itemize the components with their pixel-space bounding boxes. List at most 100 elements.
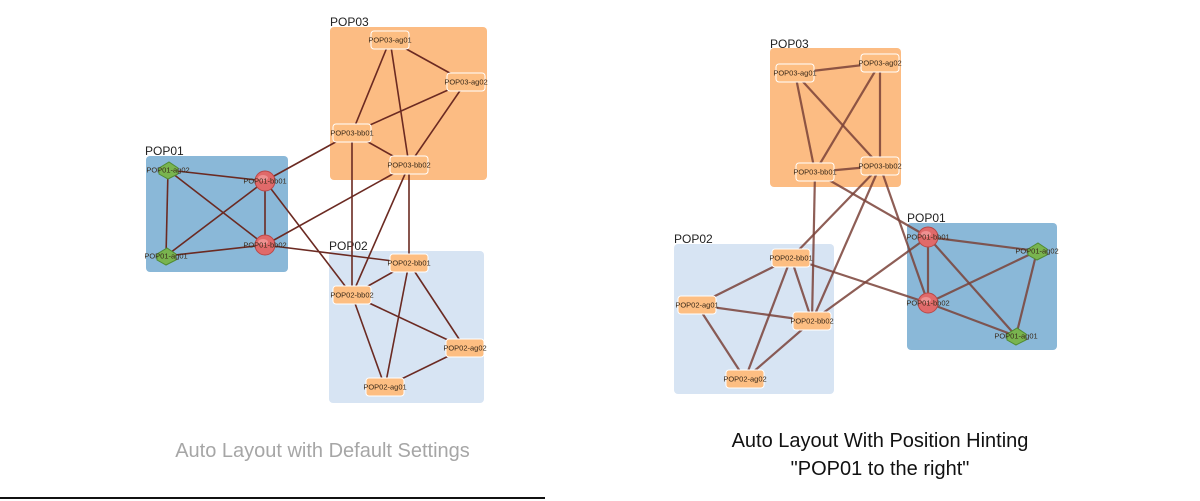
link-pop02-bb01-to-pop02-ag01 [384, 262, 410, 388]
link-pop03-ag02-to-pop03-bb02 [408, 81, 467, 166]
link-pop03-ag02-to-pop03-bb01 [351, 81, 467, 134]
switch-icon [1006, 327, 1027, 346]
right-node-pop01-ag02: POP01-ag02 [1015, 242, 1059, 261]
node-label: POP03-bb01 [330, 129, 373, 138]
aggregation-box-icon [775, 63, 815, 83]
node-label: POP02-ag02 [443, 344, 486, 353]
aggregation-box-icon [860, 53, 900, 73]
switch-icon [156, 247, 177, 266]
caption-position-hinting-line1: Auto Layout With Position Hinting [731, 430, 1029, 452]
aggregation-box-icon [370, 30, 410, 50]
link-pop02-bb02-to-pop02-ag02 [351, 294, 466, 349]
left-group-label-pop01: POP01 [145, 144, 184, 158]
left-node-pop01-ag01: POP01-ag01 [144, 247, 188, 266]
right-diagram: POP03POP02POP01POP01-ag01POP01-ag02POP01… [674, 37, 1059, 394]
link-pop03-ag01-to-pop03-bb01 [351, 39, 391, 134]
link-pop01-bb02-to-pop03-bb02 [878, 165, 930, 304]
aggregation-box-icon [795, 162, 835, 182]
node-label: POP02-ag01 [675, 301, 718, 310]
link-pop03-ag01-to-pop03-bb01 [793, 72, 817, 173]
link-pop02-bb01-to-pop02-ag02 [408, 262, 466, 349]
right-node-pop01-ag01: POP01-ag01 [994, 327, 1038, 346]
node-label: POP02-ag01 [363, 383, 406, 392]
divider-line [0, 497, 545, 499]
right-node-pop02-ag02: POP02-ag02 [723, 369, 767, 389]
link-pop01-ag01-to-pop01-bb02 [165, 244, 266, 257]
left-node-pop01-bb02: POP01-bb02 [243, 234, 287, 256]
node-label: POP02-bb01 [387, 259, 430, 268]
aggregation-box-icon [446, 72, 486, 92]
link-pop01-bb01-to-pop03-bb01 [814, 171, 929, 238]
link-pop03-ag02-to-pop03-bb01 [814, 62, 881, 173]
node-label: POP02-ag02 [723, 375, 766, 384]
link-pop02-bb02-to-pop02-ag02 [744, 320, 813, 380]
aggregation-box-icon [332, 285, 372, 305]
left-node-pop01-bb01: POP01-bb01 [243, 170, 287, 192]
right-group-label-pop01: POP01 [907, 211, 946, 225]
link-pop03-ag01-to-pop03-bb02 [389, 39, 410, 166]
aggregation-box-icon [389, 155, 429, 175]
link-pop02-ag01-to-pop02-ag02 [696, 304, 746, 380]
node-label: POP02-bb02 [330, 291, 373, 300]
link-pop02-bb02-to-pop03-bb01 [810, 171, 817, 322]
link-pop02-bb02-to-pop02-ag01 [351, 294, 386, 388]
node-label: POP03-bb01 [793, 168, 836, 177]
node-label: POP01-bb01 [906, 233, 949, 242]
right-node-pop01-bb02: POP01-bb02 [906, 292, 950, 314]
caption-position-hinting: Auto Layout With Position Hinting "POP01… [660, 427, 1100, 483]
aggregation-box-icon [389, 253, 429, 273]
link-pop01-ag02-to-pop01-bb02 [927, 250, 1038, 304]
link-pop01-ag01-to-pop01-bb01 [927, 236, 1017, 337]
router-highlight [258, 175, 268, 181]
aggregation-box-icon [677, 295, 717, 315]
aggregation-box-icon [445, 338, 485, 358]
left-node-pop02-ag01: POP02-ag01 [363, 377, 407, 397]
node-label: POP02-bb01 [769, 254, 812, 263]
node-label: POP03-ag01 [368, 36, 411, 45]
link-pop01-ag01-to-pop01-ag02 [165, 169, 169, 257]
link-pop02-bb02-to-pop03-bb02 [810, 165, 882, 322]
node-label: POP03-ag02 [444, 78, 487, 87]
aggregation-box-icon [771, 248, 811, 268]
left-node-pop02-bb02: POP02-bb02 [330, 285, 374, 305]
right-group-label-pop03: POP03 [770, 37, 809, 51]
node-label: POP01-bb01 [243, 177, 286, 186]
link-pop02-bb01-to-pop03-bb02 [790, 165, 881, 259]
right-node-pop02-ag01: POP02-ag01 [675, 295, 719, 315]
right-node-pop03-ag01: POP03-ag01 [773, 63, 817, 83]
right-node-pop01-bb01: POP01-bb01 [906, 226, 950, 248]
aggregation-box-icon [860, 156, 900, 176]
left-node-pop03-bb02: POP03-bb02 [387, 155, 431, 175]
link-pop01-ag01-to-pop01-bb01 [165, 180, 266, 257]
node-label: POP02-bb02 [790, 317, 833, 326]
node-label: POP01-ag02 [1015, 247, 1058, 256]
node-label: POP03-ag02 [858, 59, 901, 68]
left-group-pop01 [146, 156, 288, 272]
link-pop01-ag02-to-pop01-bb02 [167, 169, 266, 246]
left-group-label-pop02: POP02 [329, 239, 368, 253]
node-label: POP03-bb02 [387, 161, 430, 170]
aggregation-box-icon [792, 311, 832, 331]
link-pop01-ag01-to-pop01-ag02 [1014, 250, 1039, 337]
link-pop01-ag02-to-pop01-bb01 [927, 235, 1038, 253]
node-label: POP01-bb02 [906, 299, 949, 308]
link-pop03-ag01-to-pop03-bb02 [794, 72, 881, 167]
right-links [696, 61, 1039, 380]
left-node-pop03-ag01: POP03-ag01 [368, 30, 412, 50]
switch-icon [158, 161, 179, 180]
aggregation-box-icon [365, 377, 405, 397]
router-highlight [921, 297, 931, 303]
left-group-label-pop03: POP03 [330, 15, 369, 29]
right-group-label-pop02: POP02 [674, 232, 713, 246]
node-label: POP01-ag02 [146, 166, 189, 175]
link-pop02-bb02-to-pop03-bb02 [351, 164, 410, 296]
link-pop01-ag02-to-pop01-bb01 [167, 169, 266, 182]
router-highlight [921, 231, 931, 237]
node-label: POP03-ag01 [773, 69, 816, 78]
left-node-pop02-ag02: POP02-ag02 [443, 338, 487, 358]
right-node-pop03-bb01: POP03-bb01 [793, 162, 837, 182]
link-pop01-bb02-to-pop03-bb02 [264, 164, 410, 246]
